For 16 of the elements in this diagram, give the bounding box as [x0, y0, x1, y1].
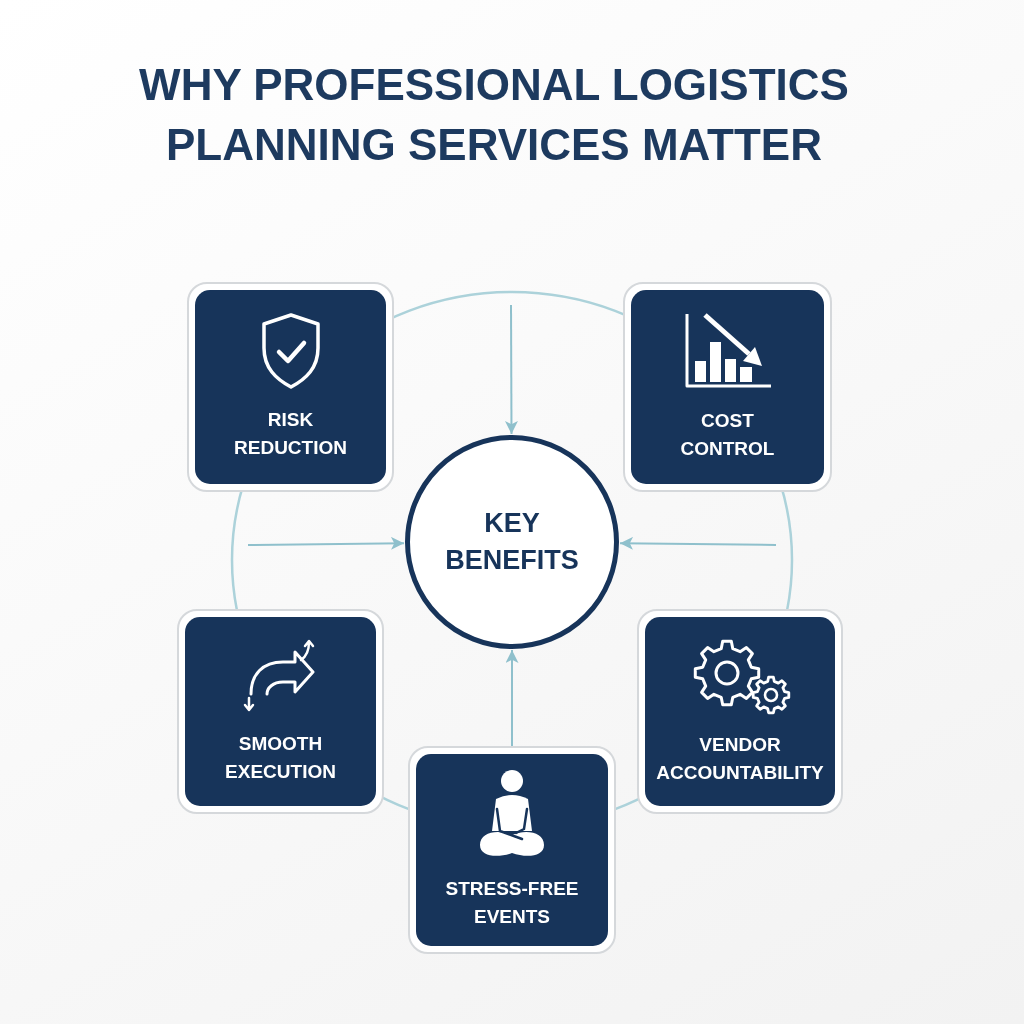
arrow — [505, 649, 519, 747]
card-label: COST CONTROL — [679, 409, 776, 461]
title: WHY PROFESSIONAL LOGISTICS PLANNING SERVICES MATTER — [138, 59, 850, 171]
benefit-card — [637, 609, 843, 814]
circle-label: KEY BENEFITS — [444, 507, 580, 577]
arrow — [247, 536, 405, 550]
arrow — [619, 536, 777, 550]
arrow — [504, 304, 518, 435]
benefit-card — [177, 609, 384, 814]
card-label: SMOOTH EXECUTION — [224, 731, 337, 784]
benefit-card — [623, 282, 832, 492]
benefit-card — [187, 282, 394, 492]
card-label: VENDOR ACCOUNTABILITY — [655, 732, 825, 785]
card-label: RISK REDUCTION — [233, 408, 348, 460]
benefit-card — [408, 746, 616, 954]
card-label: STRESS-FREE EVENTS — [444, 877, 580, 929]
